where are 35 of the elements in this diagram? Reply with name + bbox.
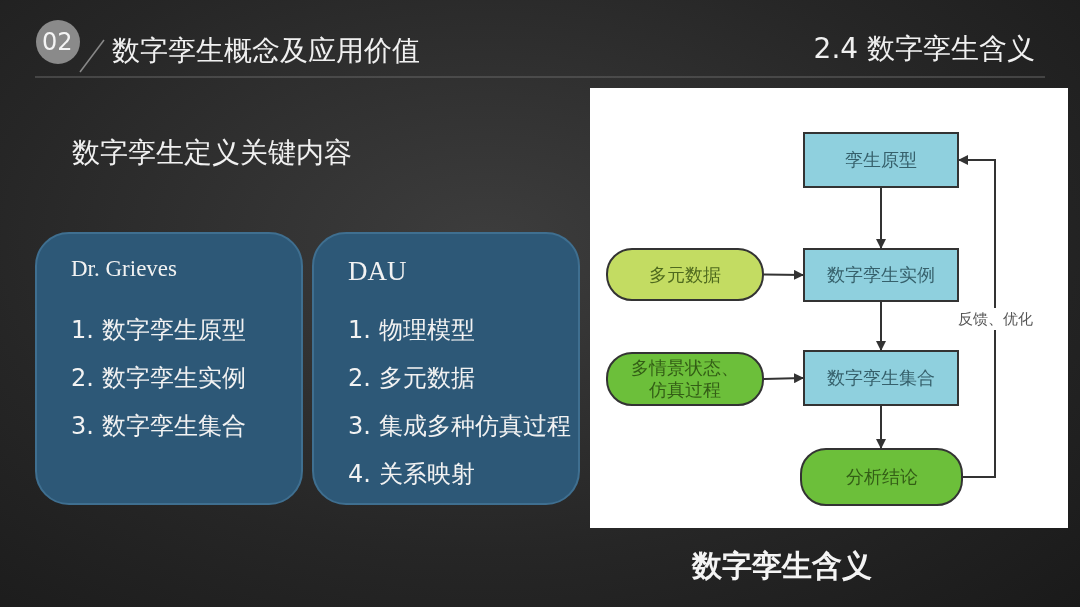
process-box [803,248,959,302]
arrow [958,155,996,478]
section-title: 2.4 数字孪生含义 [813,32,1035,66]
edge-label: 反馈、优化 [957,307,1033,330]
list-item: 2. 数字孪生实例 [71,363,246,394]
process-box [803,132,959,188]
list-item: 1. 物理模型 [348,315,475,346]
slide-title: 数字孪生概念及应用价值 [112,34,420,68]
input-pill [606,248,764,301]
card-heading: DAU [348,256,407,287]
arrow [876,405,886,449]
box-label: 数字孪生实例 [827,264,935,286]
list-item: 2. 多元数据 [348,363,475,394]
list-item: 3. 数字孪生集合 [71,411,246,442]
info-card [35,232,303,505]
arrow [763,373,804,384]
list-item: 3. 集成多种仿真过程 [348,411,571,442]
process-box [803,350,959,406]
box-label: 孪生原型 [845,149,917,171]
arrow [876,301,886,351]
card-heading: Dr. Grieves [71,256,178,282]
arrow [876,187,886,249]
info-card [312,232,580,505]
list-item: 1. 数字孪生原型 [71,315,246,346]
box-label: 分析结论 [845,466,918,488]
figure-caption: 数字孪生含义 [692,548,872,584]
subheading: 数字孪生定义关键内容 [72,136,352,170]
list-item: 4. 关系映射 [348,459,475,490]
box-label: 多元数据 [649,263,721,286]
box-label: 多情景状态、仿真过程 [630,357,740,401]
arrow [763,269,804,280]
input-pill [606,352,764,406]
box-label: 数字孪生集合 [827,367,935,389]
result-pill [800,448,963,506]
page-number: 02 [42,28,73,57]
